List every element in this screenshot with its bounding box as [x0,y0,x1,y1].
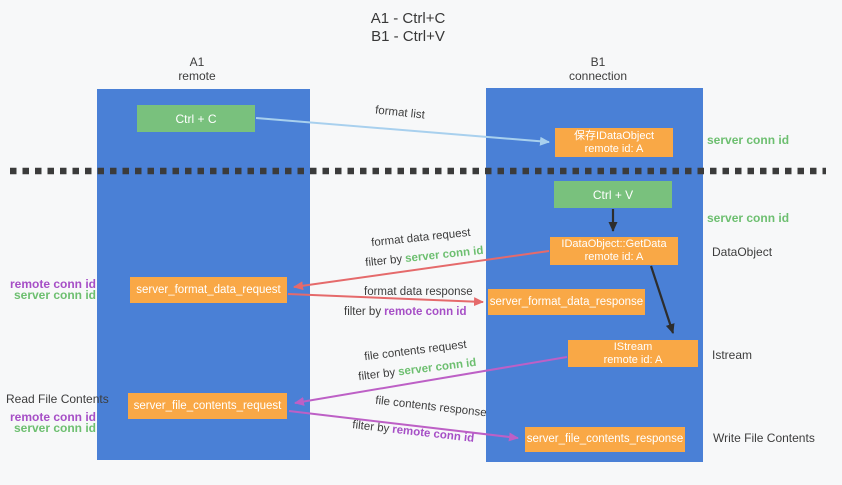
filter-by-text: filter by [351,419,390,436]
server-conn-id-text: server conn id [13,288,96,302]
getdata-line2: remote id: A [584,251,644,263]
getdata-line1: IDataObject::GetData [561,238,667,250]
annotation-conn-ids-file: remote conn id server conn id [0,410,96,435]
filter-by-text: filter by [357,366,396,384]
node-server-file-contents-response: server_file_contents_response [525,427,685,452]
server-conn-id-text: server conn id [13,421,96,435]
annotation-write-file-contents: Write File Contents [713,431,815,445]
node-server-format-data-response: server_format_data_response [488,289,645,315]
lane-header-b1: B1 connection [538,55,658,83]
node-ctrl-c: Ctrl + C [137,105,255,132]
ctrl-v-label: Ctrl + V [592,187,634,202]
title-line-paste: B1 - Ctrl+V [371,28,445,45]
lane-a1-name: A1 [189,55,205,69]
file-response-label: server_file_contents_response [526,433,684,445]
format-response-label: server_format_data_response [489,295,644,308]
ctrl-c-label: Ctrl + C [175,111,217,126]
filter-by-text: filter by [344,306,382,318]
istream-line1: IStream [613,340,653,353]
lane-a1-subtitle: remote [178,69,216,83]
node-idataobject-getdata: IDataObject::GetData remote id: A [550,237,678,265]
lane-b1-subtitle: connection [568,69,628,83]
annotation-dataobject: DataObject [712,245,773,259]
filter-by-text: filter by [364,253,403,270]
server-conn-id-text: server conn id [404,244,485,265]
remote-conn-id-text: remote conn id [9,410,96,424]
server-conn-id-text: server conn id [397,356,477,379]
file-request-label: server_file_contents_request [133,399,282,412]
annotation-server-conn-id-mid: server conn id [707,211,790,225]
label-file-contents-response: file contents response [374,394,488,420]
annotation-read-file-contents: Read File Contents [6,392,109,406]
node-server-file-contents-request: server_file_contents_request [128,393,287,419]
label-format-list: format list [374,104,426,122]
lane-header-a1: A1 remote [137,55,257,83]
label-format-data-response: format data response [364,286,473,298]
node-server-format-data-request: server_format_data_request [130,277,287,303]
format-request-label: server_format_data_request [136,283,281,296]
remote-conn-id-text: remote conn id [384,306,467,318]
node-ctrl-v: Ctrl + V [554,181,672,208]
save-idataobject-line2: remote id: A [584,142,644,155]
lane-b1-name: B1 [590,55,606,69]
node-istream: IStream remote id: A [568,340,698,367]
remote-conn-id-text: remote conn id [391,423,475,445]
annotation-conn-ids-format: remote conn id server conn id [0,277,96,302]
save-idataobject-line1: 保存IDataObject [573,129,655,142]
diagram-title: A1 - Ctrl+C B1 - Ctrl+V [300,10,516,46]
annotation-istream: Istream [712,348,753,362]
annotation-server-conn-id-top: server conn id [707,133,790,147]
istream-line2: remote id: A [603,353,663,366]
title-line-copy: A1 - Ctrl+C [370,10,446,27]
label-format-data-request: format data request [370,226,472,250]
remote-conn-id-text: remote conn id [9,277,96,291]
node-save-idataobject: 保存IDataObject remote id: A [555,128,673,157]
